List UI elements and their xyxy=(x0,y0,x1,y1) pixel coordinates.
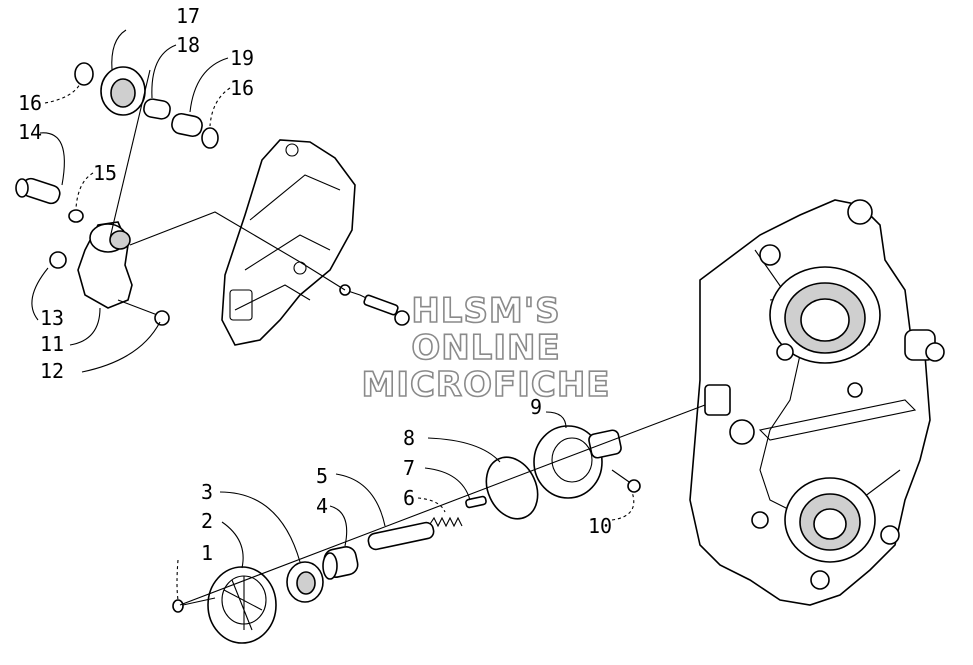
label-5: 5 xyxy=(316,464,328,488)
label-16-left: 16 xyxy=(18,91,42,115)
label-11: 11 xyxy=(40,332,64,356)
watermark-line-3: MICROFICHE xyxy=(361,365,610,405)
bushing-18 xyxy=(143,98,171,120)
label-4: 4 xyxy=(316,494,328,518)
screw-1 xyxy=(172,597,216,613)
label-13: 13 xyxy=(40,306,64,330)
transmission-case xyxy=(689,199,945,606)
label-15: 15 xyxy=(93,161,117,185)
spring-6 xyxy=(429,516,463,528)
assembly-line-roller xyxy=(109,69,151,239)
label-10: 10 xyxy=(588,514,612,538)
label-9: 9 xyxy=(530,395,542,419)
leader-lines xyxy=(31,29,635,601)
label-7: 7 xyxy=(403,456,415,480)
seal-4 xyxy=(322,546,359,580)
bolt-14 xyxy=(15,177,61,205)
pin-7 xyxy=(465,495,487,509)
assembly-line-upper xyxy=(129,211,346,291)
label-19: 19 xyxy=(230,46,254,70)
pump-housing-9 xyxy=(533,425,622,499)
watermark-line-1: HLSM'S xyxy=(411,291,560,331)
assembly-line-lower xyxy=(179,404,706,606)
screw-10 xyxy=(611,469,641,493)
label-12: 12 xyxy=(40,359,64,383)
label-6: 6 xyxy=(403,486,415,510)
engine-cover xyxy=(221,139,356,346)
label-18: 18 xyxy=(176,33,200,57)
washer-16-left xyxy=(74,62,94,86)
label-17: 17 xyxy=(176,4,200,28)
watermark: HLSM'S ONLINE MICROFICHE xyxy=(361,290,611,406)
shaft-5 xyxy=(367,521,435,551)
label-1: 1 xyxy=(201,541,213,565)
nut-13 xyxy=(49,251,67,269)
bolt-12 xyxy=(117,299,170,326)
washer-16-right xyxy=(201,127,219,149)
label-14: 14 xyxy=(18,120,42,144)
roller-17 xyxy=(100,66,146,116)
bushing-19 xyxy=(171,112,203,138)
cover-screw xyxy=(339,284,410,326)
label-3: 3 xyxy=(201,480,213,504)
pump-cover-2 xyxy=(207,566,277,644)
arm-bracket xyxy=(77,221,133,309)
washer-15 xyxy=(68,209,84,223)
watermark-line-2: ONLINE xyxy=(411,328,560,368)
impeller-3 xyxy=(286,561,324,603)
gasket-8 xyxy=(485,456,539,520)
label-2: 2 xyxy=(201,509,213,533)
label-16-right: 16 xyxy=(230,76,254,100)
part-labels: 1 2 3 4 5 6 7 8 9 10 11 12 13 14 15 16 1… xyxy=(18,4,612,565)
label-8: 8 xyxy=(403,426,415,450)
